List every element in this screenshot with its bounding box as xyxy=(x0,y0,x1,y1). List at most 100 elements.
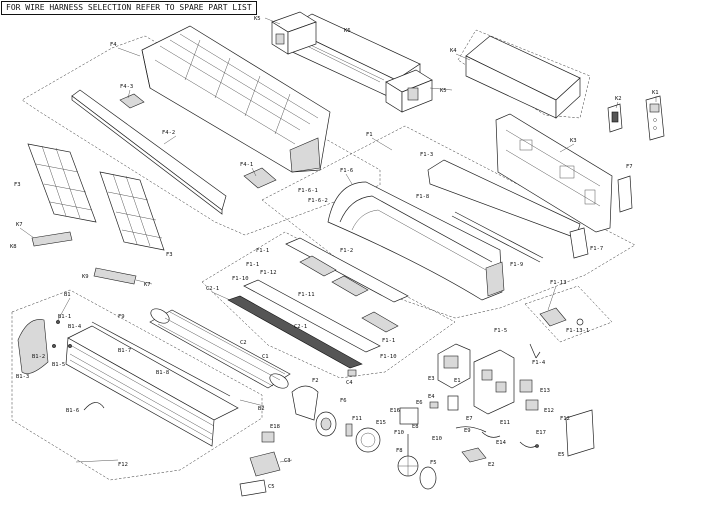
label-f2: F2 xyxy=(312,378,319,384)
label-e17: E17 xyxy=(536,430,546,436)
label-f6: F6 xyxy=(340,398,347,404)
part-f6-fan-motor xyxy=(315,411,337,437)
label-k8: K8 xyxy=(10,244,17,250)
part-f1-chassis-body xyxy=(327,181,505,301)
label-e11: E11 xyxy=(500,420,510,426)
group-louver-kit-outline xyxy=(524,285,613,343)
part-e4-cap xyxy=(447,395,459,411)
label-f1-6-2: F1-6-2 xyxy=(308,198,328,204)
label-e7: E7 xyxy=(466,416,473,422)
label-f11: F11 xyxy=(352,416,362,422)
part-c2-louver-blade xyxy=(227,295,363,369)
part-k1-remote xyxy=(645,95,665,141)
part-f1-13-louver-kit xyxy=(539,307,584,327)
part-e12-terminal xyxy=(525,399,539,411)
label-f3-right: F3 xyxy=(166,252,173,258)
label-f7: F7 xyxy=(626,164,633,170)
part-f3-air-filter-left xyxy=(27,143,97,223)
part-b1-side-bracket xyxy=(17,319,49,374)
label-e16: E16 xyxy=(390,408,400,414)
label-c2-1: C2-1 xyxy=(206,286,219,292)
label-c2: C2 xyxy=(240,340,247,346)
part-e15-motor-cover xyxy=(355,427,381,453)
label-f1-9: F1-9 xyxy=(510,262,523,268)
label-e9: E9 xyxy=(464,428,471,434)
part-k7-filter-frame-right xyxy=(93,267,137,285)
part-b1-screws xyxy=(52,320,72,348)
part-k5-end-cap-right xyxy=(385,69,433,113)
label-e13: E13 xyxy=(540,388,550,394)
label-f1-13: F1-13 xyxy=(550,280,567,286)
part-b1-evaporator xyxy=(65,325,239,447)
label-b1-8: B1-8 xyxy=(156,370,169,376)
label-k6: K6 xyxy=(344,28,351,34)
label-f4-3: F4-3 xyxy=(120,84,133,90)
label-k5-left: K5 xyxy=(254,16,261,22)
part-f3-air-filter-right xyxy=(99,171,165,251)
label-k7-left: K7 xyxy=(16,222,23,228)
label-b1-3: B1-3 xyxy=(16,374,29,380)
part-f4-1-cover xyxy=(243,167,277,189)
label-c5: C5 xyxy=(268,484,275,490)
label-f9: F9 xyxy=(118,314,125,320)
label-k5-right: K5 xyxy=(440,88,447,94)
label-f1-1-c: F1-1 xyxy=(382,338,395,344)
label-f1-12: F1-12 xyxy=(260,270,277,276)
part-f1-4-link xyxy=(529,343,541,359)
part-e16-cover xyxy=(399,407,419,425)
part-e6-fuse xyxy=(429,401,439,409)
label-b1-5: B1-5 xyxy=(52,362,65,368)
label-f1-11: F1-11 xyxy=(298,292,315,298)
label-f1-2: F1-2 xyxy=(340,248,353,254)
label-e10: E10 xyxy=(432,436,442,442)
label-f12-b: F12 xyxy=(560,416,570,422)
label-e4: E4 xyxy=(428,394,435,400)
label-e18: E18 xyxy=(270,424,280,430)
label-f1-4: F1-4 xyxy=(532,360,546,366)
part-k7-filter-frame-left xyxy=(31,231,73,247)
part-e5-cover-plate xyxy=(565,409,595,457)
label-f4-2: F4-2 xyxy=(162,130,175,136)
part-f11-shaft xyxy=(345,423,353,437)
label-e8: E8 xyxy=(412,424,419,430)
part-e1-pcb xyxy=(473,349,515,415)
label-f1-13-1: F1-13-1 xyxy=(566,328,589,334)
label-f1-10: F1-10 xyxy=(232,276,249,282)
label-b1-6: B1-6 xyxy=(66,408,79,414)
part-e18-sensor xyxy=(261,431,275,443)
label-k4: K4 xyxy=(450,48,457,54)
label-e3: E3 xyxy=(428,376,435,382)
label-b1: B1 xyxy=(64,292,71,298)
label-c4: C4 xyxy=(346,380,353,386)
part-f7-bracket xyxy=(617,175,633,213)
part-f9-evaporator-pipe xyxy=(91,321,231,397)
part-e9-wire xyxy=(455,426,487,433)
label-f1-6-1: F1-6-1 xyxy=(298,188,318,194)
label-b1-7: B1-7 xyxy=(118,348,131,354)
part-f4-3-display-board xyxy=(119,93,145,109)
label-f4-1: F4-1 xyxy=(240,162,253,168)
label-b1-1: B1-1 xyxy=(58,314,71,320)
part-e3-control-box xyxy=(437,343,471,389)
label-f12: F12 xyxy=(118,462,128,468)
label-f8: F8 xyxy=(396,448,403,454)
part-c5-connector xyxy=(239,479,267,497)
callout-labels: K5 K6 K5 K4 K1 K2 K3 F7 F4 F4-3 F4-2 F4-… xyxy=(10,16,659,490)
label-c2-1-b: C2-1 xyxy=(294,324,307,330)
part-k3-mounting-plate xyxy=(495,113,613,233)
part-e2-plug xyxy=(461,447,487,463)
label-f1-10-b: F1-10 xyxy=(380,354,397,360)
part-c4-motor xyxy=(347,369,357,377)
label-e5: E5 xyxy=(558,452,565,458)
label-f1-8: F1-8 xyxy=(416,194,429,200)
part-c3-stepping-motor xyxy=(249,451,281,477)
label-f1-1-b: F1-1 xyxy=(246,262,259,268)
part-e14-sensor-wire xyxy=(481,431,501,438)
part-e13-relay xyxy=(519,379,533,393)
part-f1-9-pipe xyxy=(451,211,544,263)
label-b1-4: B1-4 xyxy=(68,324,82,330)
part-f4-front-grille xyxy=(141,25,331,173)
group-vane-outline xyxy=(201,231,456,379)
